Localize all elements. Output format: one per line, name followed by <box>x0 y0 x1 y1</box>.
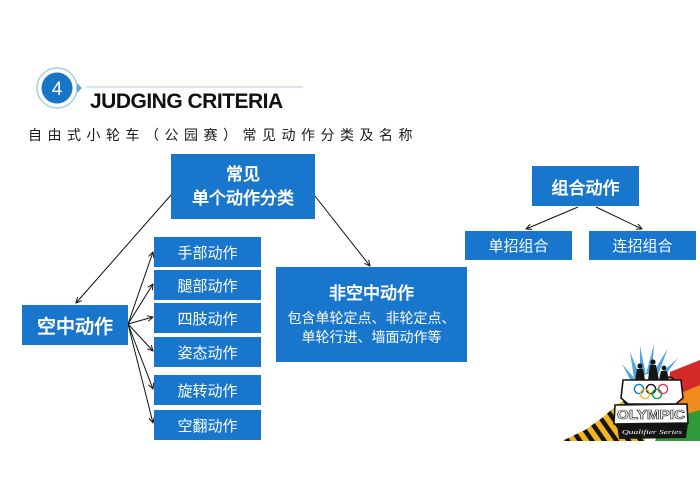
node-label: 空翻动作 <box>177 416 238 435</box>
logo-word: OLYMPIC <box>617 407 686 422</box>
arrow-combo-to-chain <box>595 206 642 229</box>
node-label: 腿部动作 <box>177 276 238 295</box>
node-single-trick-combo: 单招组合 <box>465 231 572 260</box>
section-number-badge <box>41 72 73 104</box>
olympic-rings-icon <box>633 383 669 400</box>
node-label: 单招组合 <box>488 237 549 255</box>
node-flip-moves: 空翻动作 <box>154 410 261 440</box>
node-chained-trick-combo: 连招组合 <box>589 231 696 260</box>
arrow-aerial-to-spin <box>127 323 153 389</box>
olympic-qualifier-series-logo: OLYMPIC Qualifier Series <box>562 344 700 441</box>
arrow-aerial-to-flip <box>127 323 153 423</box>
node-aerial-moves: 空中动作 <box>22 305 128 345</box>
arrow-aerial-to-leg <box>127 284 153 325</box>
arrow-aerial-to-posture <box>127 323 153 351</box>
section-pointer-icon <box>77 83 82 93</box>
node-hand-moves: 手部动作 <box>154 237 261 267</box>
arrow-root-to-non-aerial <box>314 195 370 266</box>
page-subtitle: 自由式小轮车（公园赛）常见动作分类及名称 <box>28 128 418 144</box>
node-label: 四肢动作 <box>177 309 238 328</box>
node-label-line1: 常见 <box>226 164 260 185</box>
node-title: 非空中动作 <box>329 284 414 304</box>
node-label: 组合动作 <box>551 178 620 199</box>
node-description-line1: 包含单轮定点、非轮定点、 <box>287 311 456 327</box>
section-number: 4 <box>52 79 63 100</box>
logo-sub-text: Qualifier Series <box>622 429 683 436</box>
arrow-combo-to-single <box>526 206 579 229</box>
node-combination-moves: 组合动作 <box>532 166 639 206</box>
arrow-root-to-aerial <box>76 194 172 303</box>
node-posture-moves: 姿态动作 <box>154 337 261 367</box>
arrow-aerial-to-limbs <box>127 317 153 325</box>
arrow-aerial-to-hand <box>127 252 153 325</box>
logo-sub-banner <box>617 423 688 439</box>
node-label: 手部动作 <box>177 243 238 262</box>
node-label: 旋转动作 <box>177 381 238 400</box>
node-label-line2: 单个动作分类 <box>192 188 294 209</box>
node-common-single-moves: 常见 单个动作分类 <box>171 154 315 219</box>
page-title: JUDGING CRITERIA <box>90 90 283 113</box>
node-label: 连招组合 <box>612 237 673 255</box>
node-description-line2: 单轮行进、墙面动作等 <box>301 330 442 346</box>
node-label: 空中动作 <box>36 315 113 338</box>
node-label: 姿态动作 <box>177 343 238 362</box>
node-spin-moves: 旋转动作 <box>154 375 261 405</box>
node-limb-moves: 四肢动作 <box>154 303 261 333</box>
node-leg-moves: 腿部动作 <box>154 270 261 300</box>
node-non-aerial-moves: 非空中动作 包含单轮定点、非轮定点、 单轮行进、墙面动作等 <box>276 267 467 362</box>
logo-emblem-shield <box>620 379 684 405</box>
logo-athlete-silhouettes <box>635 359 675 386</box>
